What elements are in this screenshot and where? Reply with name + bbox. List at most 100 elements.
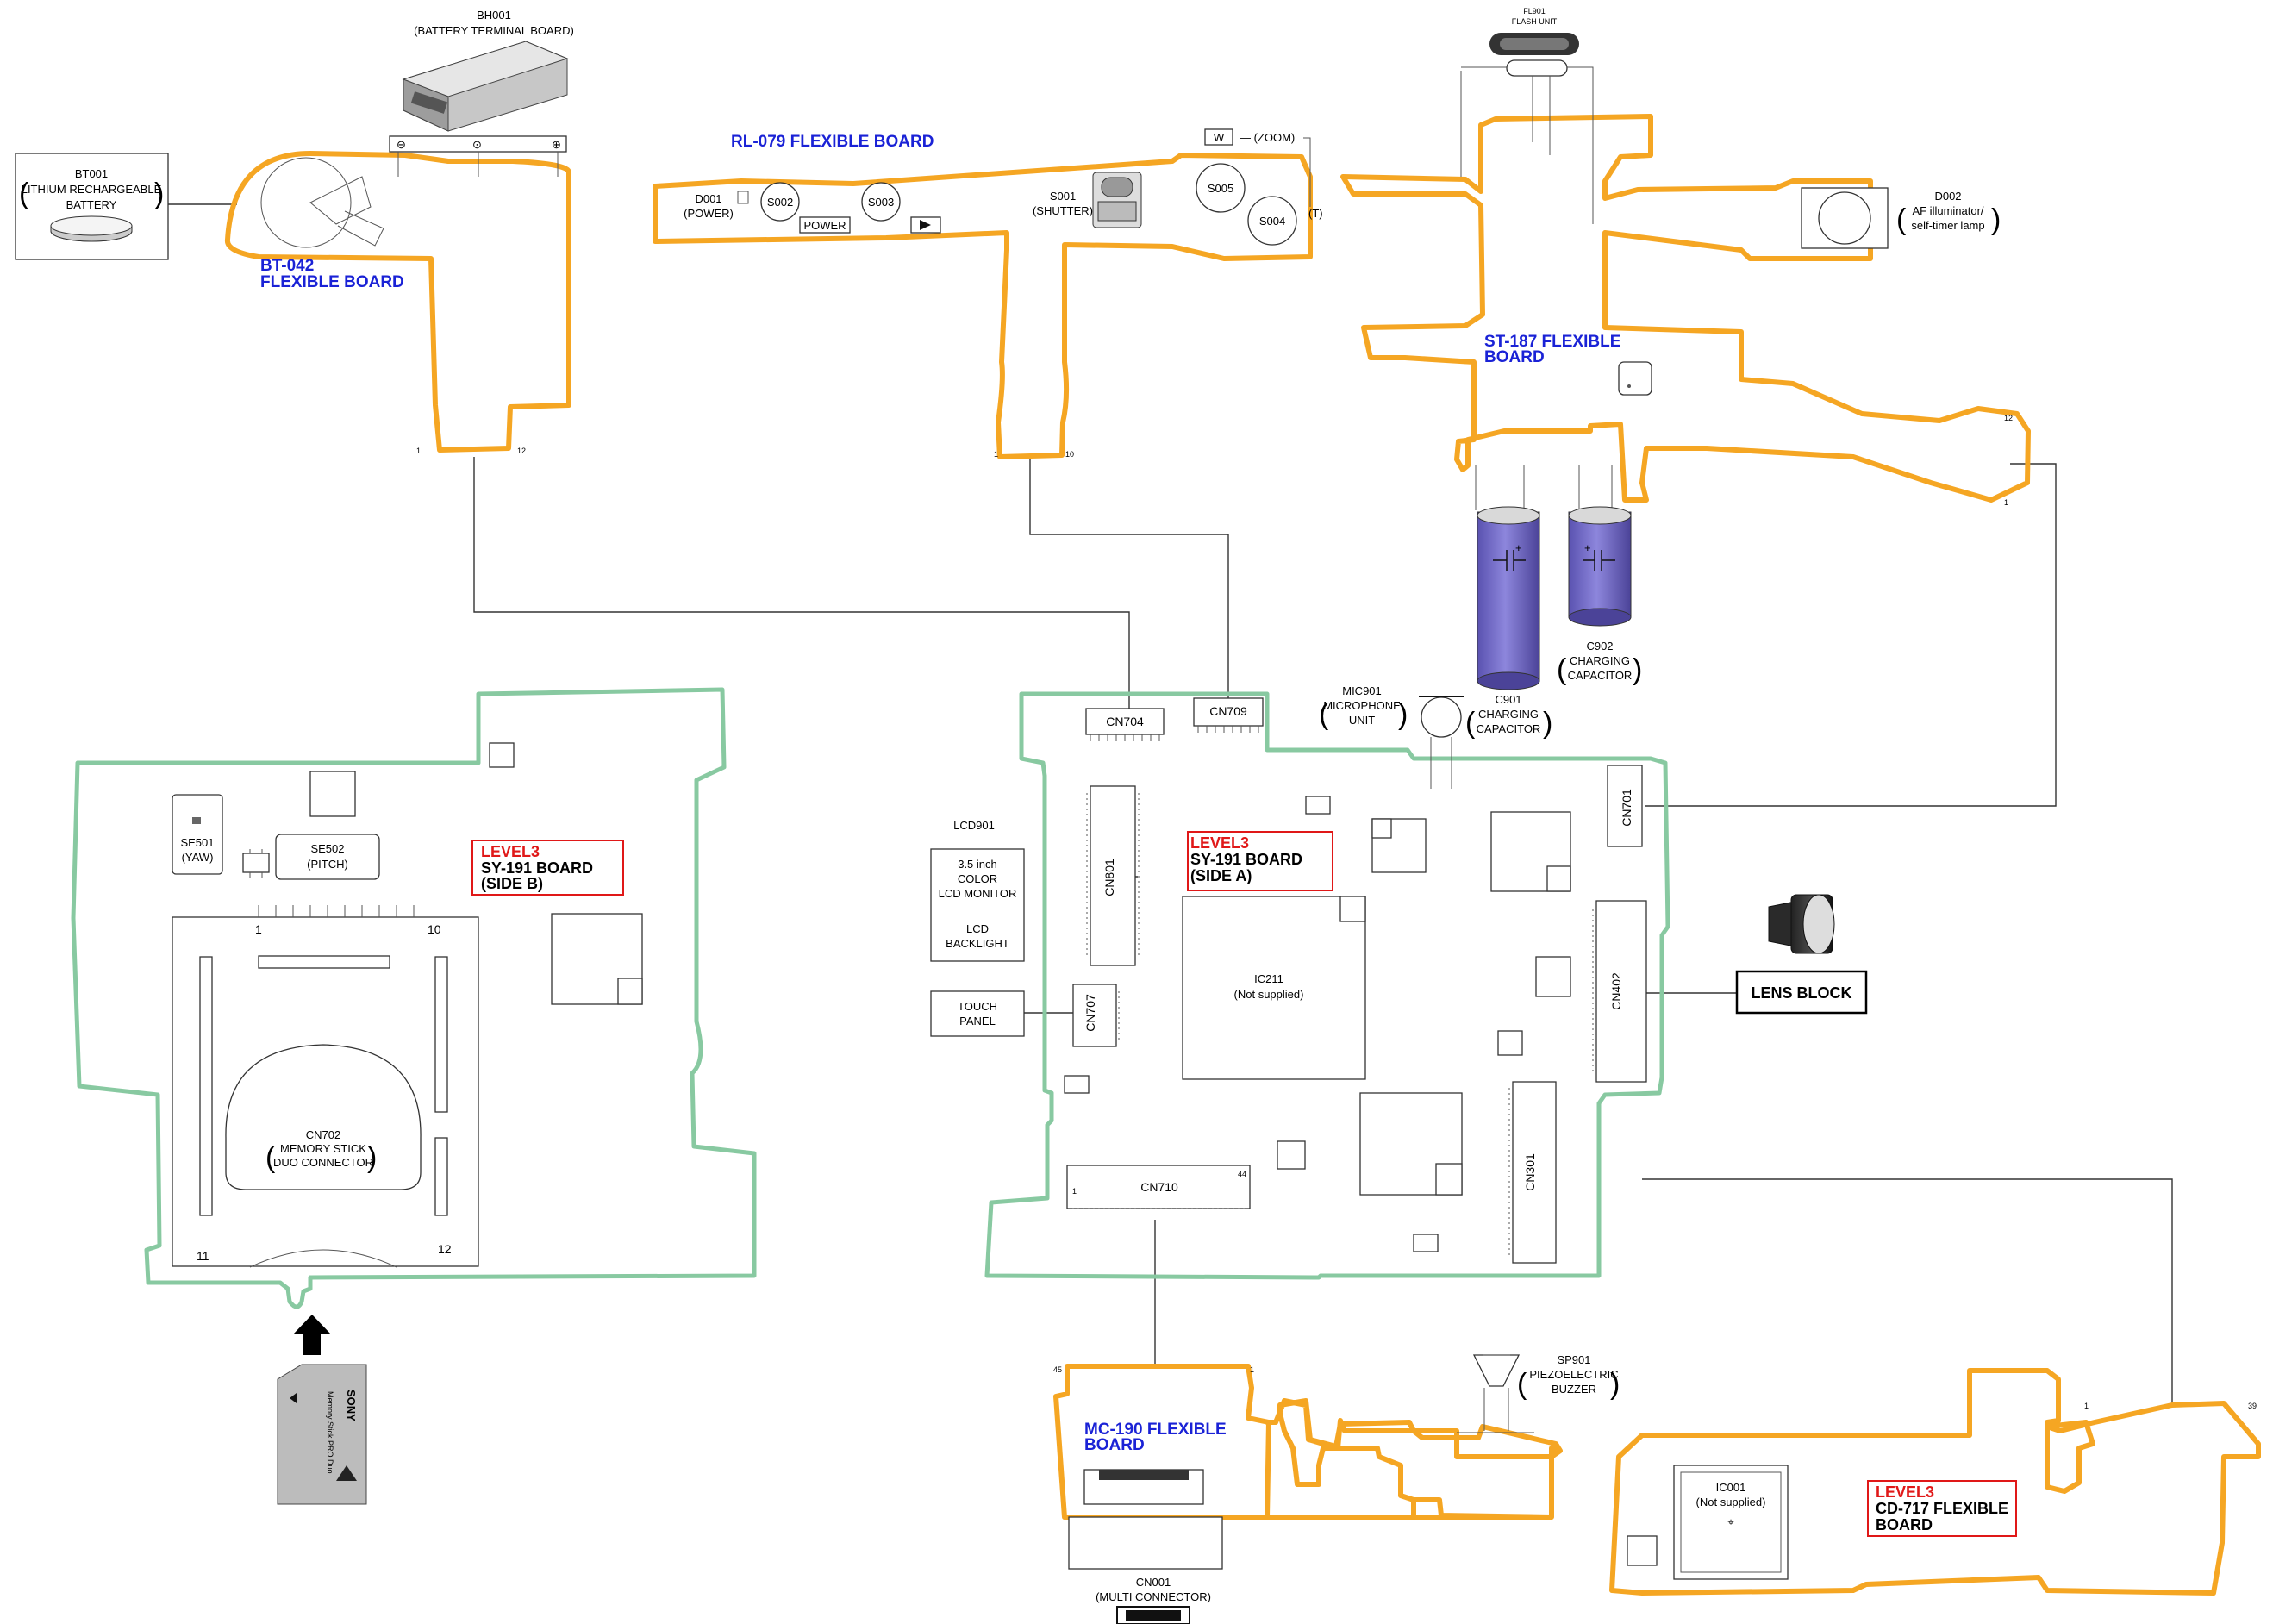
c901-label-2: CHARGING — [1478, 708, 1539, 721]
pin-label: 12 — [517, 447, 526, 455]
svg-text:): ) — [1398, 698, 1408, 731]
pin-label: 45 — [1053, 1365, 1062, 1374]
lcd-monitor-label: 3.5 inch — [958, 858, 997, 871]
pin-label: 39 — [2248, 1402, 2257, 1410]
sy191-side-a-board: CN704 CN709 CN701 CN801 CN707 CN402 CN71… — [984, 691, 1670, 1280]
se501-label-2: (YAW) — [182, 851, 214, 864]
mic901-label: MIC901 — [1342, 684, 1382, 697]
sy191a-title-2: (SIDE A) — [1190, 867, 1252, 884]
cn709-label: CN709 — [1209, 704, 1247, 718]
svg-text:⊕: ⊕ — [552, 138, 561, 151]
cn704-label: CN704 — [1106, 715, 1144, 728]
pin-label: 10 — [1065, 450, 1074, 459]
lcd-monitor-label-3: LCD MONITOR — [939, 887, 1017, 900]
c901-label-3: CAPACITOR — [1477, 722, 1541, 735]
mic901-microphone: MIC901 MICROPHONE UNIT ( ) — [1319, 684, 1464, 789]
mic901-label-2: MICROPHONE — [1323, 699, 1401, 712]
pin-label: 11 — [197, 1249, 209, 1263]
sp901-label: SP901 — [1557, 1353, 1590, 1366]
svg-text:⊙: ⊙ — [472, 138, 482, 151]
zoom-label: — (ZOOM) — [1240, 131, 1295, 144]
bh001-label: BH001 — [477, 9, 511, 22]
svg-text:): ) — [1543, 707, 1552, 740]
zoom-t-label: (T) — [1308, 207, 1323, 220]
svg-text:⌖: ⌖ — [1727, 1515, 1734, 1528]
lcd-backlight-label: LCD — [966, 922, 989, 935]
svg-text:+: + — [1515, 541, 1522, 554]
cd717-title-2: BOARD — [1876, 1516, 1933, 1533]
pin-label: 1 — [994, 450, 998, 459]
sy191b-level: LEVEL3 — [481, 843, 540, 860]
sp901-label-3: BUZZER — [1552, 1383, 1596, 1396]
s003-label: S003 — [868, 196, 894, 209]
svg-text:+: + — [1584, 541, 1591, 554]
cn402-label: CN402 — [1609, 972, 1623, 1010]
touch-panel-label-2: PANEL — [959, 1015, 996, 1027]
pin-label: 12 — [438, 1242, 452, 1256]
c901-capacitor: + — [1477, 506, 1540, 690]
sy191a-level: LEVEL3 — [1190, 834, 1249, 852]
cd717-level: LEVEL3 — [1876, 1483, 1934, 1501]
sy191-side-b-board: CN702 MEMORY STICK DUO CONNECTOR ( ) 1 1… — [71, 687, 757, 1309]
svg-text:): ) — [367, 1141, 377, 1174]
sp901-label-2: PIEZOELECTRIC — [1529, 1368, 1618, 1381]
mc190-title-2: BOARD — [1084, 1436, 1145, 1454]
bt001-label-3: BATTERY — [66, 198, 117, 211]
sy191b-title-1: SY-191 BOARD — [481, 859, 593, 877]
pin-label: 1 — [416, 447, 421, 455]
pin-label: 1 — [1072, 1187, 1077, 1196]
svg-text:(: ( — [1517, 1368, 1527, 1401]
d002-label-2: AF illuminator/ — [1912, 204, 1983, 217]
touch-panel-label: TOUCH — [958, 1000, 997, 1013]
fl901-label: FL901 — [1523, 7, 1546, 16]
lcd-monitor-label-2: COLOR — [958, 872, 997, 885]
svg-text:(: ( — [1896, 203, 1907, 236]
mic901-label-3: UNIT — [1349, 714, 1375, 727]
s001-label-2: (SHUTTER) — [1033, 204, 1093, 217]
bt001-battery: BT001 LITHIUM RECHARGEABLE BATTERY ( ) — [15, 153, 169, 260]
sp901-piezoelectric-buzzer: SP901 PIEZOELECTRIC BUZZER ( ) — [1457, 1353, 1620, 1433]
cn001-label-2: (MULTI CONNECTOR) — [1096, 1590, 1211, 1603]
memory-stick-brand: SONY — [345, 1390, 358, 1421]
ic001-label: IC001 — [1716, 1481, 1746, 1494]
ic211-label: IC211 — [1254, 972, 1283, 985]
s005-label: S005 — [1208, 182, 1233, 195]
svg-text:): ) — [1610, 1368, 1620, 1401]
svg-text:): ) — [1633, 653, 1642, 686]
cn702-pins — [258, 905, 415, 917]
pin-label: 1 — [2084, 1402, 2089, 1410]
bt042-flexible-board: BT-042 FLEXIBLE BOARD 1 12 — [224, 151, 571, 455]
pin-label: 1 — [2004, 498, 2008, 507]
bt042-title-1: BT-042 — [260, 257, 314, 275]
svg-text:(: ( — [1465, 707, 1476, 740]
d002-label-3: self-timer lamp — [1911, 219, 1984, 232]
se502-label: SE502 — [310, 842, 344, 855]
mc190-flexible-board: MC-190 FLEXIBLE BOARD 45 1 CN001 (MULTI … — [1053, 1364, 1563, 1624]
pin-label: 12 — [2004, 414, 2013, 422]
pin-label: 10 — [428, 922, 441, 936]
memory-stick-card: SONY Memory Stick PRO Duo — [277, 1364, 367, 1505]
st187-flexible-board: ST-187 FLEXIBLE BOARD 12 1 D002 AF illum… — [1340, 7, 2031, 740]
power-label: POWER — [803, 219, 846, 232]
lcd901-monitor: LCD901 3.5 inch COLOR LCD MONITOR LCD BA… — [930, 819, 1025, 1037]
cn701-label: CN701 — [1620, 789, 1633, 827]
sy191b-title-2: (SIDE B) — [481, 875, 543, 892]
ic211-label-2: (Not supplied) — [1234, 988, 1304, 1001]
fl901-label-2: FLASH UNIT — [1512, 17, 1558, 26]
cd717-flexible-board: IC001 (Not supplied) ⌖ LEVEL3 CD-717 FLE… — [1609, 1368, 2261, 1596]
bh001-battery-terminal: BH001 (BATTERY TERMINAL BOARD) ⊖ ⊙ ⊕ — [389, 9, 574, 177]
rl079-flexible-board: RL-079 FLEXIBLE BOARD D001 (POWER) S002 … — [653, 128, 1323, 459]
wiring — [168, 203, 2173, 1405]
insert-arrow — [293, 1315, 331, 1355]
rl079-title: RL-079 FLEXIBLE BOARD — [731, 133, 934, 151]
mc190-title-1: MC-190 FLEXIBLE — [1084, 1421, 1227, 1439]
st187-title-2: BOARD — [1484, 348, 1545, 366]
cd717-title-1: CD-717 FLEXIBLE — [1876, 1500, 2008, 1517]
memory-stick-name: Memory Stick PRO Duo — [326, 1391, 334, 1474]
s001-label: S001 — [1050, 190, 1076, 203]
bt042-title-2: FLEXIBLE BOARD — [260, 273, 404, 291]
cn801-label: CN801 — [1102, 859, 1116, 896]
bt001-label-2: LITHIUM RECHARGEABLE — [22, 183, 162, 196]
c901-label: C901 — [1495, 693, 1521, 706]
